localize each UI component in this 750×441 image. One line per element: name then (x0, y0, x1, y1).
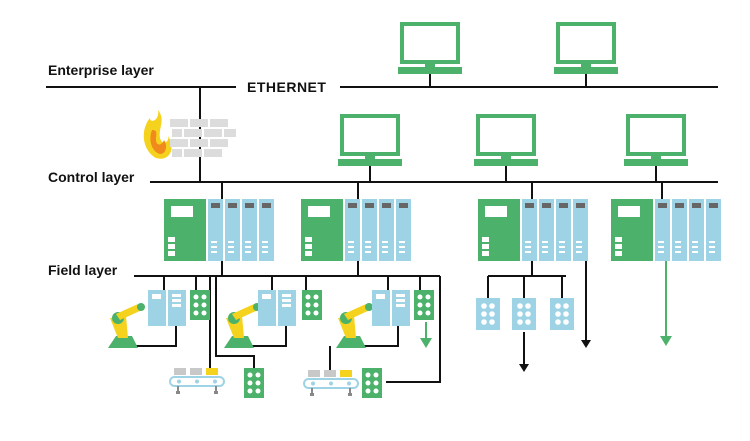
enterprise-pc-2 (552, 22, 620, 87)
control-pc-2 (472, 114, 540, 182)
plc-rack-4 (611, 199, 721, 261)
control-panel-icon (372, 290, 410, 326)
enterprise-layer-label: Enterprise layer (48, 62, 154, 78)
plc-rack-2 (301, 199, 411, 261)
control-pc-1 (336, 114, 404, 182)
desktop-computer-icon (472, 114, 540, 168)
arrow-down-icon (660, 336, 672, 346)
desktop-computer-icon (396, 22, 464, 76)
rack-drops (221, 182, 663, 199)
enterprise-pc-1 (396, 22, 464, 87)
io-module-icon (302, 290, 322, 320)
control-panel-icon (148, 290, 186, 326)
robot-arm-icon (108, 303, 145, 348)
field-layer-label: Field layer (48, 262, 118, 278)
desktop-computer-icon (336, 114, 404, 168)
field-bus (132, 261, 587, 383)
ethernet-label: ETHERNET (247, 79, 326, 95)
robot-arm-icon (336, 303, 373, 348)
arrow-down-icon (581, 340, 591, 348)
control-panel-icon (258, 290, 296, 326)
green-link (420, 261, 672, 348)
io-module-icon (512, 298, 536, 330)
plc-rack-3 (478, 199, 588, 261)
io-module-icon (414, 290, 434, 320)
robot-arm-icon (224, 303, 261, 348)
io-module-icon (476, 298, 500, 330)
control-pc-3 (622, 114, 690, 182)
conveyor-icon (303, 369, 359, 397)
desktop-computer-icon (552, 22, 620, 76)
plc-rack-1 (164, 199, 274, 261)
firewall-icon (143, 87, 236, 182)
io-module-icon (244, 368, 264, 398)
io-module-icon (550, 298, 574, 330)
io-module-icon (190, 290, 210, 320)
desktop-computer-icon (622, 114, 690, 168)
io-module-icon (362, 368, 382, 398)
control-layer-label: Control layer (48, 169, 135, 185)
conveyor-icon (169, 367, 225, 395)
arrow-down-icon (420, 338, 432, 348)
arrow-down-icon (519, 364, 529, 372)
